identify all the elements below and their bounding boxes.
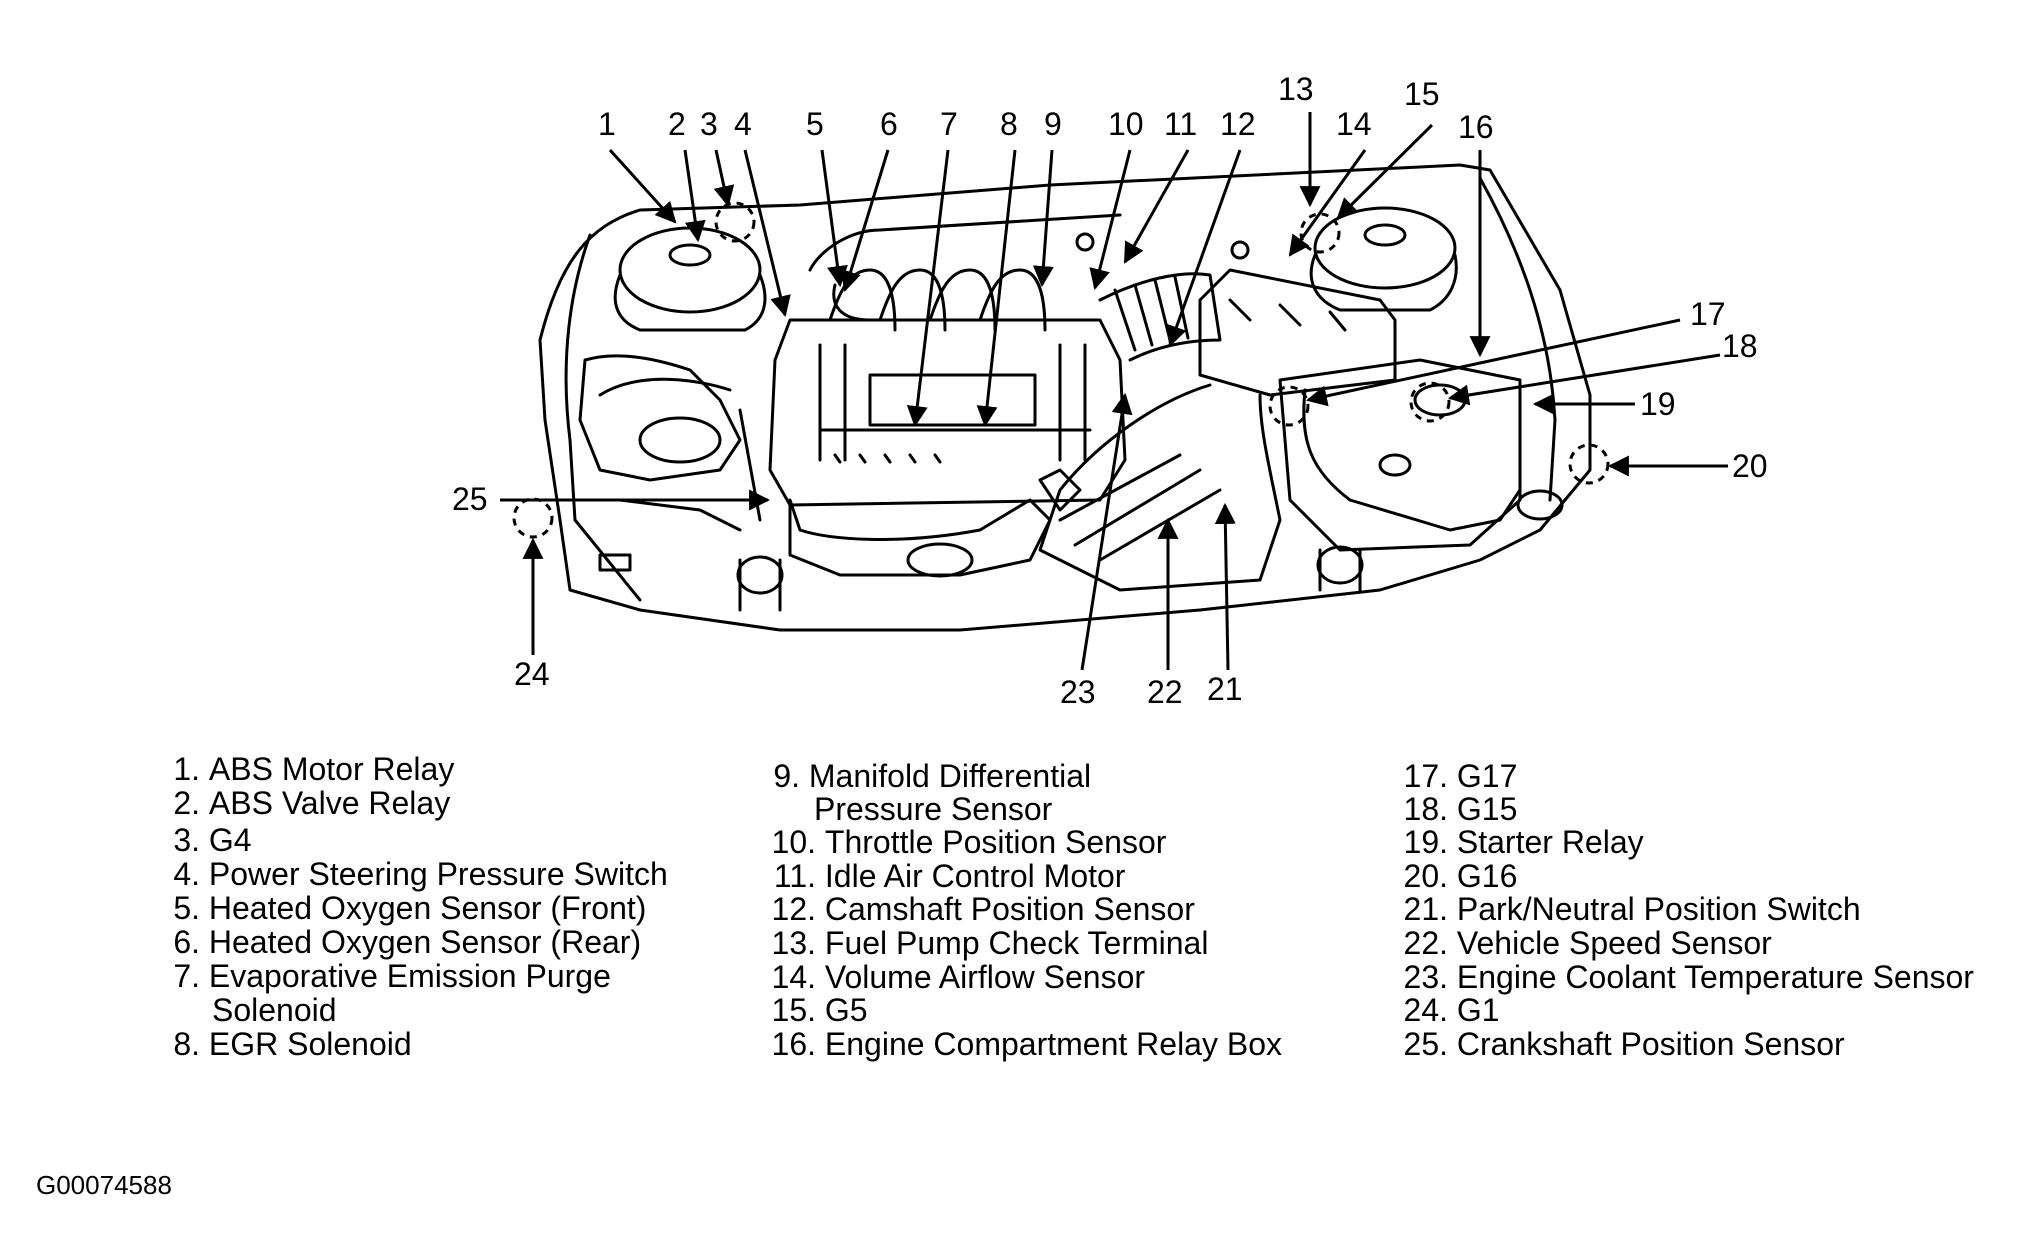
callout-5: 5 bbox=[806, 106, 824, 142]
callout-23: 23 bbox=[1060, 674, 1096, 710]
legend-item-25: 25. Crankshaft Position Sensor bbox=[1403, 1026, 1845, 1062]
legend-item-2: 2. ABS Valve Relay bbox=[173, 785, 451, 821]
legend-item-12: 12. Camshaft Position Sensor bbox=[771, 891, 1195, 927]
callout-13: 13 bbox=[1278, 71, 1314, 107]
leader-12 bbox=[1166, 149, 1242, 347]
legend-item-19: 19. Starter Relay bbox=[1403, 824, 1644, 860]
leader-lines bbox=[500, 112, 1728, 671]
callout-18: 18 bbox=[1722, 328, 1758, 364]
callout-1: 1 bbox=[598, 106, 616, 142]
left-engine-mount bbox=[736, 555, 784, 595]
legend-item-9-cont: Pressure Sensor bbox=[814, 791, 1053, 827]
valve-cover-plate bbox=[868, 373, 1037, 427]
callout-10: 10 bbox=[1108, 106, 1144, 142]
leader-7 bbox=[906, 149, 950, 428]
callout-2: 2 bbox=[668, 106, 686, 142]
circle-g5 bbox=[1299, 212, 1341, 254]
callout-3: 3 bbox=[700, 106, 718, 142]
leader-1 bbox=[608, 148, 677, 224]
leader-6 bbox=[840, 149, 890, 293]
legend-item-22: 22. Vehicle Speed Sensor bbox=[1403, 925, 1772, 961]
callout-12: 12 bbox=[1220, 106, 1256, 142]
right-engine-mount bbox=[1316, 545, 1364, 585]
battery-area bbox=[578, 354, 742, 482]
circle-g4 bbox=[714, 201, 756, 243]
intake-runners bbox=[828, 268, 1047, 332]
callout-11: 11 bbox=[1164, 106, 1197, 142]
fill-cap bbox=[1516, 489, 1564, 521]
legend-item-5: 5. Heated Oxygen Sensor (Front) bbox=[173, 890, 647, 926]
right-strut-tower bbox=[1313, 206, 1457, 290]
legend-item-6: 6. Heated Oxygen Sensor (Rear) bbox=[173, 924, 642, 960]
lower-engine bbox=[788, 498, 1052, 577]
leader-2 bbox=[683, 149, 706, 243]
callout-8: 8 bbox=[1000, 106, 1018, 142]
leader-5 bbox=[820, 149, 848, 288]
legend-item-24: 24. G1 bbox=[1403, 992, 1500, 1028]
hood-outline bbox=[538, 163, 1592, 632]
leader-9 bbox=[1032, 149, 1054, 288]
legend-item-7: 7. Evaporative Emission Purge bbox=[173, 958, 611, 994]
legend-item-21: 21. Park/Neutral Position Switch bbox=[1403, 891, 1861, 927]
leader-23 bbox=[1080, 392, 1133, 671]
legend-item-13: 13. Fuel Pump Check Terminal bbox=[771, 925, 1209, 961]
callout-16: 16 bbox=[1458, 109, 1494, 145]
leader-8 bbox=[976, 149, 1017, 428]
figure-code: G00074588 bbox=[36, 1170, 172, 1200]
callout-17: 17 bbox=[1690, 296, 1726, 332]
legend-item-9: 9. Manifold Differential bbox=[773, 758, 1092, 794]
leader-11 bbox=[1123, 149, 1190, 264]
legend-item-14: 14. Volume Airflow Sensor bbox=[771, 959, 1146, 995]
leader-15 bbox=[1336, 123, 1434, 220]
legend-item-3: 3. G4 bbox=[173, 822, 252, 858]
legend-item-16: 16. Engine Compartment Relay Box bbox=[771, 1026, 1282, 1062]
air-cleaner bbox=[1198, 268, 1397, 397]
fuel-lines bbox=[808, 213, 1122, 322]
left-strut-cap bbox=[668, 243, 712, 267]
callout-22: 22 bbox=[1147, 674, 1183, 710]
callout-6: 6 bbox=[880, 106, 898, 142]
leader-17 bbox=[1305, 318, 1681, 407]
leader-10 bbox=[1089, 149, 1132, 291]
air-duct bbox=[1038, 383, 1282, 592]
callout-14: 14 bbox=[1336, 106, 1372, 142]
legend-item-10: 10. Throttle Position Sensor bbox=[771, 824, 1167, 860]
callout-24: 24 bbox=[514, 656, 550, 692]
leader-4 bbox=[743, 149, 791, 318]
legend-item-4: 4. Power Steering Pressure Switch bbox=[173, 856, 668, 892]
legend-item-1: 1. ABS Motor Relay bbox=[173, 751, 455, 787]
callout-4: 4 bbox=[734, 106, 752, 142]
reservoir-cap bbox=[638, 416, 722, 464]
legend-item-23: 23. Engine Coolant Temperature Sensor bbox=[1403, 959, 1974, 995]
legend-item-18: 18. G15 bbox=[1403, 791, 1518, 827]
leader-18 bbox=[1447, 353, 1721, 406]
callout-21: 21 bbox=[1207, 671, 1243, 707]
legend-item-7-cont: Solenoid bbox=[212, 992, 337, 1028]
callout-15: 15 bbox=[1404, 76, 1440, 112]
legend-item-15: 15. G5 bbox=[771, 992, 868, 1028]
callout-9: 9 bbox=[1044, 106, 1062, 142]
left-fender bbox=[564, 233, 642, 602]
callout-19: 19 bbox=[1640, 386, 1676, 422]
leader-21 bbox=[1214, 502, 1236, 671]
leader-3 bbox=[713, 149, 735, 208]
legend-item-20: 20. G16 bbox=[1403, 858, 1518, 894]
callout-25: 25 bbox=[452, 481, 488, 517]
legend-item-17: 17. G17 bbox=[1403, 758, 1518, 794]
leader-14 bbox=[1288, 149, 1367, 257]
circle-g1 bbox=[512, 497, 554, 539]
callout-20: 20 bbox=[1732, 448, 1768, 484]
engine-bay-drawing bbox=[538, 163, 1592, 632]
legend-item-11: 11. Idle Air Control Motor bbox=[773, 858, 1126, 894]
callout-numbers: 1 2 3 4 5 6 7 8 9 10 11 12 13 14 15 16 1… bbox=[452, 71, 1768, 710]
callout-7: 7 bbox=[940, 106, 958, 142]
legend-item-8: 8. EGR Solenoid bbox=[173, 1026, 412, 1062]
